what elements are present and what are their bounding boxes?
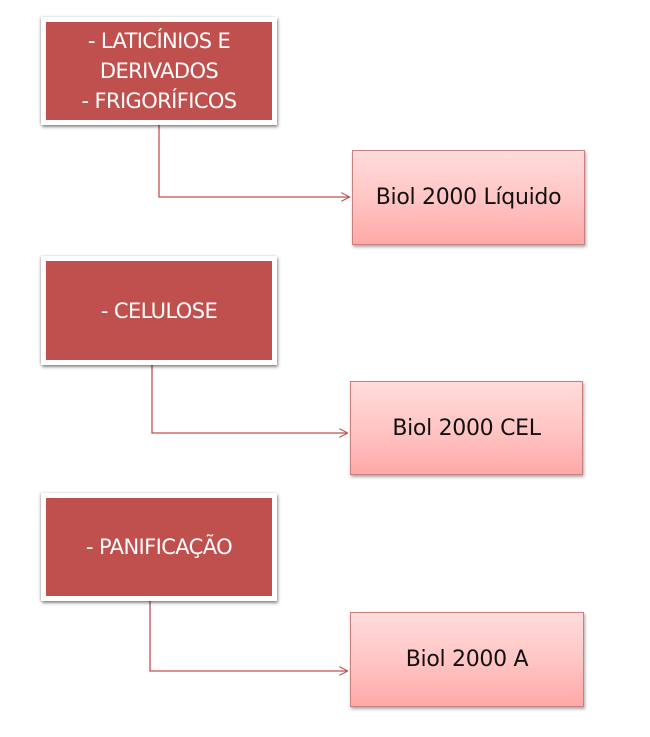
product-label: Biol 2000 CEL (392, 415, 541, 441)
product-box-biol-a: Biol 2000 A (350, 612, 584, 707)
product-box-biol-cel: Biol 2000 CEL (350, 381, 583, 475)
connector-arrow-1 (158, 124, 349, 197)
sector-label-line: - FRIGORÍFICOS (81, 89, 237, 113)
sector-label-line: - CELULOSE (100, 298, 218, 323)
sector-box-celulose: - CELULOSE (41, 256, 277, 365)
connector-arrow-2 (151, 362, 347, 433)
sector-label-line: - LATICÍNIOS E (87, 29, 231, 53)
product-label: Biol 2000 A (405, 647, 529, 672)
sector-label-line: DERIVADOS (99, 59, 219, 83)
connector-arrow-3 (149, 598, 347, 671)
sector-box-panificacao: - PANIFICAÇÃO (41, 493, 277, 601)
sector-box-dairy-meat: - LATICÍNIOS E DERIVADOS - FRIGORÍFICOS (41, 17, 277, 125)
sector-label-line: - PANIFICAÇÃO (85, 535, 233, 559)
product-box-biol-liquido: Biol 2000 Líquido (352, 150, 585, 245)
product-label: Biol 2000 Líquido (375, 185, 562, 210)
